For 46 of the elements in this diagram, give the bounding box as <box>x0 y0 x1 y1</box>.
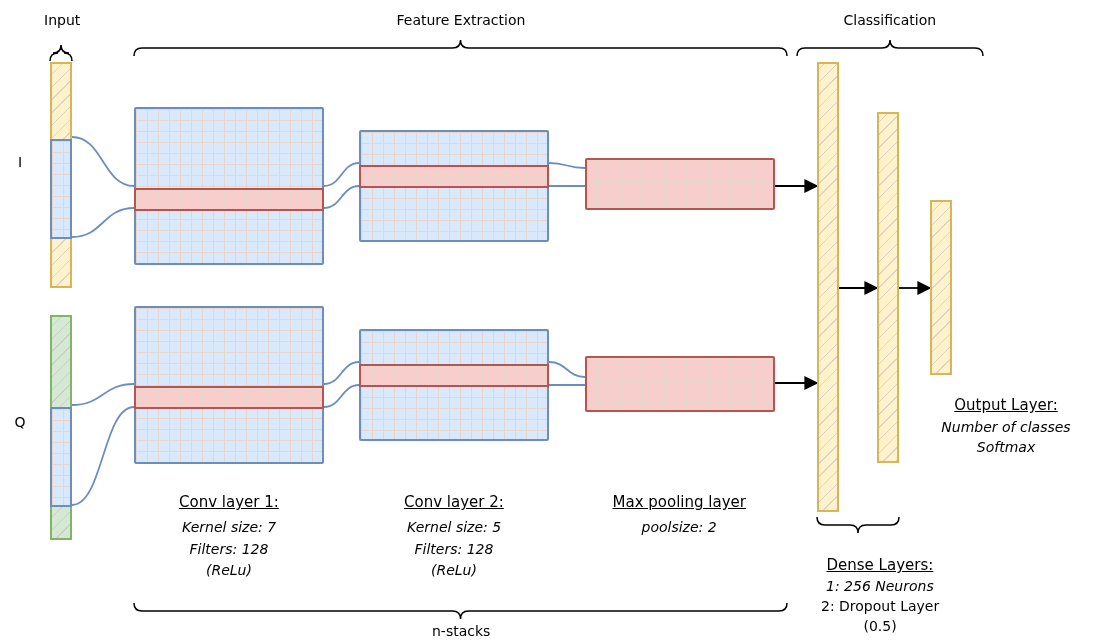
dense-layer-bar <box>877 112 899 463</box>
layer-heading: Dense Layers: <box>826 555 934 575</box>
section-heading: Input <box>44 11 81 30</box>
layer-parameter: (0.5) <box>863 617 897 636</box>
pooling-layer-grid <box>585 158 775 210</box>
pooling-layer-grid <box>585 356 775 412</box>
connector-line <box>548 361 586 378</box>
connector-line <box>323 384 360 408</box>
layer-parameter: poolsize: 2 <box>641 518 717 537</box>
section-heading: Feature Extraction <box>396 11 526 30</box>
connector-line <box>71 207 135 238</box>
layer-parameter: (ReLu) <box>431 561 477 580</box>
layer-parameter: 2: Dropout Layer <box>821 597 940 616</box>
layer-parameter: Filters: 128 <box>414 540 494 559</box>
conv-layer-grid <box>134 107 324 265</box>
conv-layer-grid <box>134 306 324 464</box>
layer-parameter: (ReLu) <box>206 561 252 580</box>
connector-line <box>323 162 360 187</box>
arrow <box>838 281 879 295</box>
dense-layer-bar <box>817 62 839 512</box>
conv-layer-grid <box>359 329 549 441</box>
connector-line <box>71 136 135 187</box>
connector-line <box>548 384 586 386</box>
layer-description: Number of classes Softmax <box>940 418 1072 457</box>
row-label: I <box>16 153 24 172</box>
layer-parameter: Kernel size: 7 <box>182 518 277 537</box>
layer-parameter: Filters: 128 <box>189 540 269 559</box>
connector-line <box>71 406 135 506</box>
conv-layer-grid <box>359 130 549 242</box>
section-heading: Classification <box>843 11 937 30</box>
section-heading: n-stacks <box>432 622 491 641</box>
layer-heading: Max pooling layer <box>612 492 746 512</box>
connector-line <box>323 185 360 209</box>
layer-parameter: Kernel size: 5 <box>407 518 502 537</box>
arrow <box>898 281 932 295</box>
layer-heading: Conv layer 1: <box>179 492 279 512</box>
layer-heading: Output Layer: <box>953 395 1059 415</box>
arrow <box>774 376 819 390</box>
connector-line <box>71 383 135 406</box>
row-label: Q <box>13 413 27 432</box>
connector-line <box>323 361 360 385</box>
layer-parameter: 1: 256 Neurons <box>826 577 934 596</box>
connector-line <box>548 185 586 187</box>
connector-line <box>548 162 586 169</box>
arrow <box>774 179 819 193</box>
layer-heading: Conv layer 2: <box>404 492 504 512</box>
